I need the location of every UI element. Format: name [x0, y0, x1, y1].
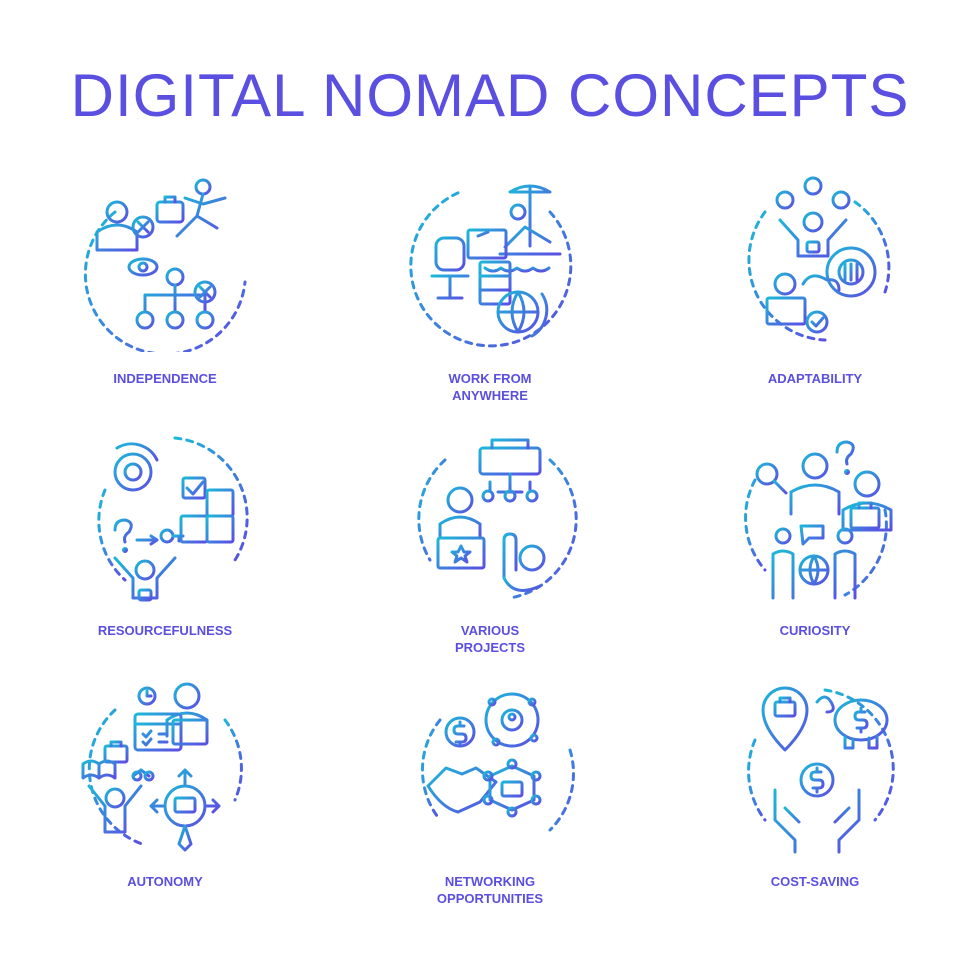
concept-card-curiosity: CURIOSITY — [665, 430, 965, 710]
concept-card-adaptability: ADAPTABILITY — [665, 172, 965, 452]
autonomy-icon — [81, 682, 243, 852]
various-projects-icon — [417, 438, 578, 600]
adaptability-icon — [747, 176, 891, 342]
concept-label: COST-SAVING — [770, 874, 860, 889]
concept-label: RESOURCEFULNESS — [97, 623, 233, 638]
concept-card-autonomy: AUTONOMY — [15, 680, 315, 960]
concept-label: WORK FROM ANYWHERE — [448, 371, 532, 403]
cost-saving-icon — [747, 686, 895, 854]
work-from-anywhere-icon — [409, 184, 573, 348]
independence-icon — [83, 178, 247, 352]
curiosity-icon — [744, 440, 893, 600]
concept-card-networking-opportunities: NETWORKING OPPORTUNITIES — [340, 680, 640, 960]
concept-card-resourcefulness: RESOURCEFULNESS — [15, 430, 315, 710]
concept-label: AUTONOMY — [127, 874, 203, 889]
concept-card-independence: INDEPENDENCE — [15, 172, 315, 452]
concept-label: VARIOUS PROJECTS — [454, 623, 526, 655]
page-title: DIGITAL NOMAD CONCEPTS — [70, 62, 910, 129]
concept-card-cost-saving: COST-SAVING — [665, 680, 965, 960]
resourcefulness-icon — [97, 436, 249, 602]
concept-card-work-from-anywhere: WORK FROM ANYWHERE — [340, 172, 640, 452]
concept-card-various-projects: VARIOUS PROJECTS — [340, 430, 640, 710]
concept-label: NETWORKING OPPORTUNITIES — [436, 874, 544, 906]
concept-label: INDEPENDENCE — [113, 371, 217, 386]
concept-label: CURIOSITY — [779, 623, 851, 638]
networking-opportunities-icon — [421, 692, 575, 832]
concept-label: ADAPTABILITY — [767, 371, 863, 386]
